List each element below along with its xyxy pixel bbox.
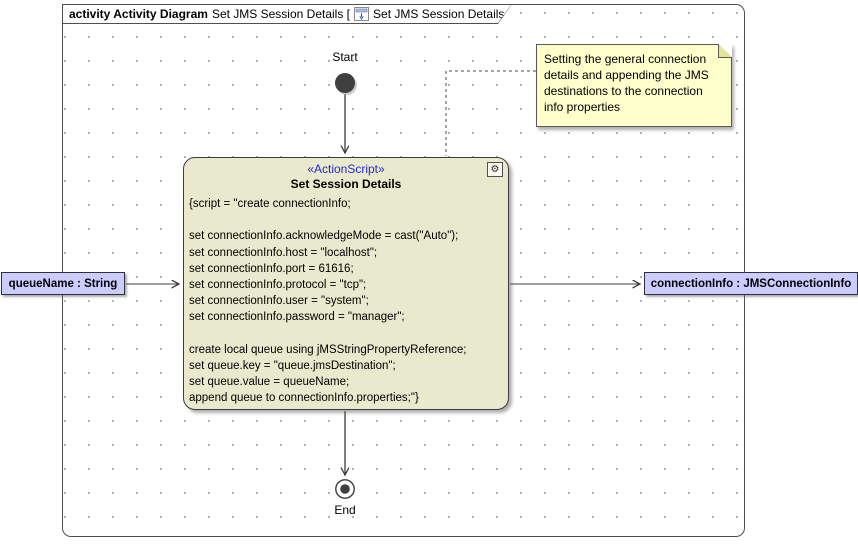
frame-keyword: activity Activity Diagram — [69, 6, 208, 21]
input-pin-queuename[interactable]: queueName : String — [1, 272, 125, 295]
script-line: append queue to connectionInfo.propertie… — [189, 392, 419, 405]
start-label: Start — [332, 50, 358, 64]
script-line — [189, 326, 508, 342]
script-line: set queue.value = queueName; — [189, 376, 350, 389]
script-line: set connectionInfo.acknowledgeMode = cas… — [189, 230, 459, 243]
action-stereotype: «ActionScript» — [307, 162, 385, 176]
activity-diagram-icon — [354, 7, 369, 21]
frame-diagram-name: Set JMS Session Details [ — [211, 6, 351, 21]
script-line — [189, 212, 508, 228]
script-line: set queue.key = "queue.jmsDestination"; — [189, 359, 396, 372]
script-line: set connectionInfo.password = "manager"; — [189, 311, 405, 324]
action-node-set-session-details[interactable]: ⚙ «ActionScript» Set Session Details {sc… — [183, 157, 509, 410]
action-script-body: {script = "create connectionInfo; set co… — [184, 196, 508, 406]
note-text: Setting the general connection details a… — [544, 52, 709, 114]
comment-note[interactable]: Setting the general connection details a… — [536, 44, 732, 127]
script-line: create local queue using jMSStringProper… — [189, 343, 467, 356]
script-line: set connectionInfo.port = 61616; — [189, 262, 354, 275]
script-line: set connectionInfo.protocol = "tcp"; — [189, 278, 367, 291]
end-label: End — [334, 503, 356, 517]
note-fold-icon — [718, 44, 732, 58]
action-name: Set Session Details — [290, 177, 402, 191]
frame-title-tab[interactable]: activity Activity Diagram Set JMS Sessio… — [62, 4, 512, 24]
frame-diagram-ref: Set JMS Session Details ] — [373, 6, 512, 21]
script-line: {script = "create connectionInfo; — [189, 198, 351, 210]
script-line: set connectionInfo.host = "localhost"; — [189, 246, 378, 259]
script-line: set connectionInfo.user = "system"; — [189, 295, 369, 308]
gear-glyph: ⚙ — [490, 164, 500, 175]
behavior-gear-icon: ⚙ — [487, 162, 503, 177]
output-pin-connectioninfo[interactable]: connectionInfo : JMSConnectionInfo — [644, 272, 858, 295]
